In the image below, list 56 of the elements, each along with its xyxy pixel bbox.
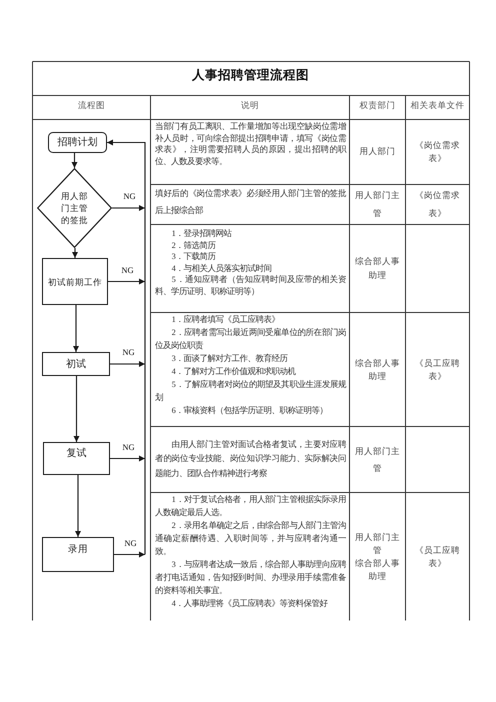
decision-diamond: 用人部门主管的签批 (37, 168, 112, 248)
process-box: 初试前期工作 (42, 258, 108, 305)
description-text: 4．与相关人员落实初试时间 (170, 262, 272, 274)
arrow (74, 376, 80, 442)
arrow (108, 278, 145, 284)
process-box: 初试 (42, 352, 110, 376)
column-header: 相关表单文件 (410, 99, 464, 111)
title: 人事招聘管理流程图 (192, 68, 309, 82)
arrow (114, 552, 145, 558)
return-arrow (107, 140, 146, 554)
form-name: 《员工应聘表》 (414, 356, 461, 382)
form-name: 《员工应聘表》 (414, 544, 461, 570)
description-text: 2．筛选简历 (170, 240, 216, 252)
department-text: 综合部人事助理 (354, 255, 401, 282)
description-text: 5．了解应聘者对岗位的期望及其职业生涯发展规划 (155, 378, 346, 404)
arrow (72, 248, 78, 258)
department-text: 用人部门主管 (354, 530, 401, 556)
department-text: 综合部人事助理 (354, 556, 401, 582)
department-text: 用人部门 (360, 145, 396, 158)
description-text: 1．应聘者填写《员工应聘表》 (170, 314, 280, 326)
description-text: 填好后的《岗位需求表》必须经用人部门主管的签批后上报综合部 (155, 188, 346, 218)
column-header: 说明 (241, 99, 259, 111)
arrow (73, 305, 79, 352)
edge-label: NG (121, 442, 136, 452)
form-name: 《岗位需求表》 (414, 138, 461, 165)
arrow (110, 361, 145, 367)
description-text: 1．对于复试合格者，用人部门主管根据实际录用人数确定最后人选。 (155, 494, 346, 519)
column-header: 流程图 (78, 99, 105, 111)
department-text: 用人部门主管 (354, 189, 401, 220)
description-text: 4．了解对方工作价值观和求职动机 (170, 366, 296, 378)
edge-label: NG (120, 264, 135, 274)
arrow (110, 456, 145, 462)
description-text: 6．审核资料（包括学历证明、职称证明等） (170, 404, 328, 417)
department-text: 用人部门主管 (354, 444, 401, 474)
process-box: 复试 (43, 442, 110, 475)
description-text: 3．下载简历 (170, 251, 216, 263)
column-header: 权责部门 (360, 99, 396, 111)
arrow (75, 475, 81, 537)
edge-label: NG (122, 191, 137, 201)
description-text: 由用人部门主管对面试合格者复试，主要对应聘者的岗位专业技能、岗位知识学习能力、实际解决问题能力、团队合作精神进行考察 (155, 438, 346, 480)
department-text: 综合部人事助理 (354, 356, 401, 382)
description-text: 3．与应聘者达成一致后，综合部人事助理向应聘者打电话通知，告知报到时间、办理录用手续需准备的资料等相关事宜。 (155, 558, 346, 597)
arrow (72, 153, 78, 168)
description-text: 2．应聘者需写出最近两间受雇单位的所在部门岗位及岗位职责 (155, 326, 346, 352)
edge-label: NG (121, 347, 136, 357)
description-text: 3．面谈了解对方工作、教育经历 (170, 352, 288, 365)
form-name: 《岗位需求表》 (414, 189, 461, 220)
description-text: 2．录用名单确定之后，由综合部与人部门主管沟通确定薪酬待遇、入职时间等，并与应聘者沟通一致。 (155, 520, 346, 558)
edge-label: NG (123, 538, 138, 548)
process-box: 录用 (42, 537, 114, 572)
rounded-process-box: 招聘计划 (48, 132, 107, 153)
description-text: 当部门有员工离职、工作量增加等出现空缺岗位需增补人员时，可向综合部提出招聘申请，填写《岗位需求表》，注明需要招聘人员的原因，提出招聘的职位、人数及要求等。 (155, 121, 346, 168)
description-text: 5．通知应聘者（告知应聘时间及应带的相关资料、学历证明、职称证明等） (155, 274, 346, 298)
description-text: 4．人事助理将《员工应聘表》等资料保管好 (170, 598, 328, 610)
description-text: 1．登录招聘网站 (170, 228, 232, 240)
arrow (112, 205, 145, 211)
